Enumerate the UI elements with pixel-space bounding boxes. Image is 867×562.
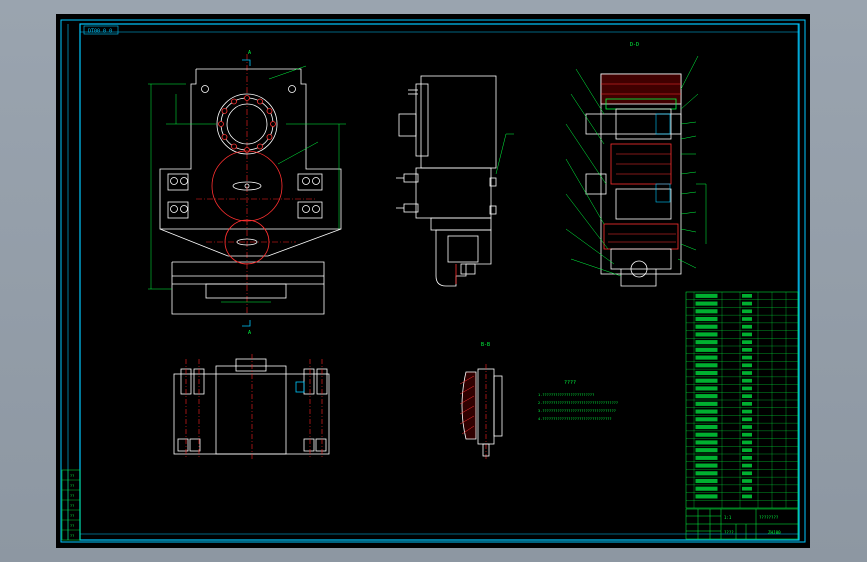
bom-cell-name	[695, 316, 718, 322]
bom-cell-qty	[742, 471, 752, 476]
bom-cell-name	[695, 386, 718, 391]
title-drawing-name: ????????	[759, 515, 779, 520]
bom-cell-name	[695, 363, 718, 368]
bill-of-materials	[685, 291, 799, 509]
bom-cell-name	[695, 494, 718, 499]
side-view	[396, 75, 514, 287]
bom-cell-name	[695, 455, 718, 460]
bom-cell-name	[695, 394, 718, 399]
title-block	[685, 508, 799, 540]
bom-cell-name	[695, 417, 718, 422]
bom-cell-name	[695, 463, 718, 468]
bom-cell-name	[695, 301, 718, 306]
bom-cell-qty	[742, 394, 752, 398]
bom-cell-name	[695, 347, 718, 352]
bom-cell-qty	[742, 332, 752, 337]
bom-cell-qty	[742, 432, 752, 437]
bom-cell-qty	[742, 378, 752, 383]
bom-cell-qty	[742, 294, 752, 298]
notes-line: 1.????????????????????????	[538, 393, 594, 397]
left-strip-label: ??	[70, 494, 74, 498]
notes-line: 2.???????????????????????????????????	[538, 401, 618, 405]
bom-cell-qty	[742, 301, 752, 306]
left-strip-label: ??	[70, 484, 74, 488]
bom-cell-name	[695, 471, 718, 476]
bom-cell-qty	[742, 409, 752, 414]
bom-cell-name	[695, 478, 718, 484]
cut-marker-label: A	[248, 330, 251, 336]
notes-heading: ????	[564, 380, 576, 386]
bom-cell-qty	[742, 479, 752, 483]
bom-cell-qty	[742, 402, 752, 406]
view-label-dd: D-D	[630, 42, 639, 48]
left-strip-table: ?? ?? ?? ?? ?? ?? ??	[61, 469, 81, 541]
bom-cell-name	[695, 370, 718, 376]
bom-cell-qty	[742, 440, 752, 445]
left-strip-label: ??	[70, 514, 74, 518]
title-tag: DT00 0 0	[83, 25, 119, 35]
bom-cell-qty	[742, 486, 752, 491]
technical-notes: ???? 1.???????????????????????? 2.??????…	[538, 380, 618, 421]
bom-cell-qty	[742, 463, 752, 468]
notes-line: 4.????????????????????????????????	[538, 417, 612, 421]
bom-cell-qty	[742, 448, 752, 452]
left-strip-label: ??	[70, 474, 74, 478]
bom-cell-name	[695, 378, 718, 383]
title-code: ZHJ00	[768, 530, 781, 535]
bom-cell-qty	[742, 355, 752, 360]
bom-cell-qty	[742, 425, 752, 429]
notes-line: 3.??????????????????????????????????	[538, 409, 616, 413]
bom-cell-name	[695, 432, 718, 437]
bom-cell-qty	[742, 324, 752, 329]
left-strip-label: ??	[70, 534, 74, 538]
section-bb-view	[459, 364, 503, 459]
bom-cell-name	[695, 332, 718, 337]
bom-cell-qty	[742, 340, 752, 344]
bom-cell-name	[695, 486, 718, 491]
bom-cell-name	[695, 293, 718, 298]
bom-cell-name	[695, 340, 718, 345]
bom-cell-name	[695, 355, 718, 360]
section-dd-view	[565, 55, 707, 287]
view-label-a: A	[248, 50, 251, 56]
bom-cell-name	[695, 440, 718, 445]
title-tag-text: DT00 0 0	[88, 29, 112, 35]
bom-cell-name	[695, 401, 718, 406]
bom-cell-name	[695, 309, 718, 314]
bom-cell-qty	[742, 363, 752, 368]
bom-cell-qty	[742, 417, 752, 422]
bom-cell-name	[695, 448, 718, 453]
drawing-sheet[interactable]: DT00 0 0 ?? ?? ?? ?? ?? ?? ??	[56, 14, 810, 548]
bom-cell-name	[695, 424, 718, 430]
title-sheet-label: ????	[724, 530, 734, 535]
left-strip-label: ??	[70, 504, 74, 508]
bom-cell-qty	[742, 386, 752, 391]
bom-cell-qty	[742, 309, 752, 314]
bom-cell-qty	[742, 371, 752, 375]
bottom-view	[173, 354, 330, 459]
view-label-bb: B-B	[481, 342, 490, 348]
front-view	[148, 54, 346, 327]
drawing-canvas[interactable]: DT00 0 0 ?? ?? ?? ?? ?? ?? ??	[56, 14, 810, 548]
bom-cell-qty	[742, 348, 752, 352]
bom-cell-qty	[742, 494, 752, 499]
left-strip-label: ??	[70, 524, 74, 528]
bom-cell-qty	[742, 317, 752, 321]
bom-cell-qty	[742, 456, 752, 460]
bom-cell-name	[695, 409, 718, 414]
title-scale: 1:1	[724, 515, 732, 520]
bom-cell-name	[695, 324, 718, 329]
